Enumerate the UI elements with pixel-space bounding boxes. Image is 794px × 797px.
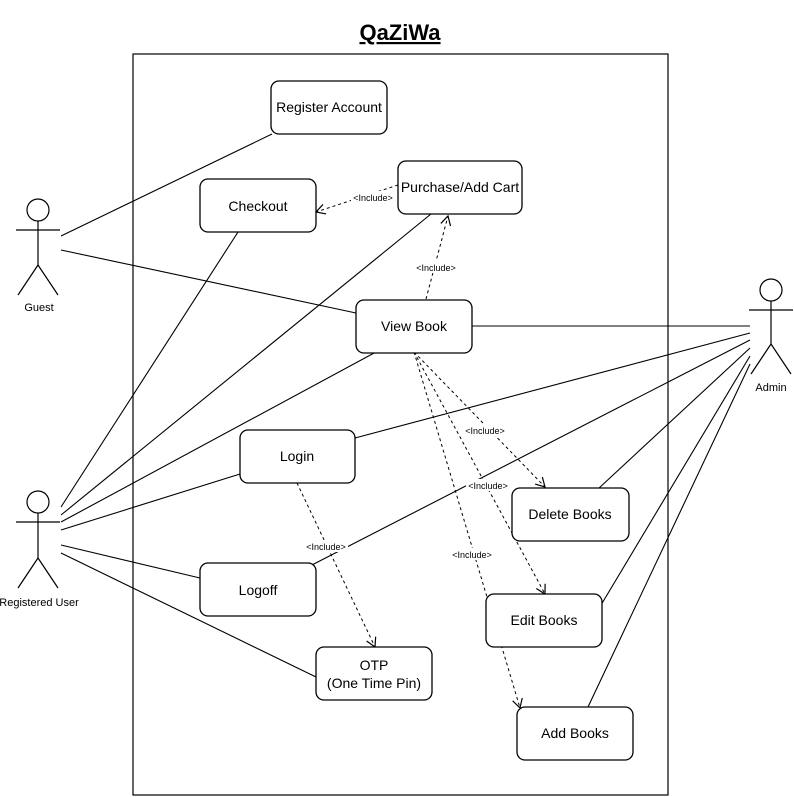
actor-registered-user[interactable]: Registered User (0, 490, 79, 609)
association-user-purchase (60, 213, 432, 516)
use-case-label: Login (280, 448, 314, 464)
use-case-view-book[interactable]: View Book (355, 299, 473, 354)
include-viewbook-edit (413, 351, 546, 596)
stick-figure-icon (16, 198, 60, 296)
association-user-checkout (60, 231, 239, 508)
include-label-delete: <Include> (465, 426, 505, 436)
actor-label: Admin (755, 382, 786, 394)
include-label-otp: <Include> (306, 542, 346, 552)
diagram-title: QaZiWa (359, 20, 441, 45)
association-guest-register (60, 133, 273, 237)
use-case-label: Purchase/Add Cart (401, 179, 519, 195)
association-admin-add (587, 363, 751, 708)
use-case-logoff[interactable]: Logoff (199, 562, 317, 617)
use-case-label: Register Account (276, 99, 382, 115)
use-case-purchase-add-cart[interactable]: Purchase/Add Cart (397, 160, 523, 215)
use-case-otp[interactable]: OTP (One Time Pin) (315, 646, 433, 701)
use-case-label: Logoff (239, 582, 278, 598)
use-case-register-account[interactable]: Register Account (270, 80, 388, 135)
association-user-otp (60, 552, 317, 678)
association-user-logoff (60, 544, 201, 579)
include-viewbook-delete (413, 351, 546, 488)
use-case-edit-books[interactable]: Edit Books (485, 593, 603, 648)
stick-figure-icon (16, 490, 60, 589)
associations (60, 133, 751, 708)
include-label-add: <Include> (452, 550, 492, 560)
include-login-otp (296, 482, 377, 649)
association-admin-delete (597, 347, 751, 490)
association-user-login (60, 473, 241, 531)
use-case-label: Add Books (541, 725, 609, 741)
include-viewbook-purchase (425, 214, 452, 300)
actor-label: Guest (24, 302, 53, 314)
include-label-edit: <Include> (468, 481, 508, 491)
include-labels: <Include> <Include> <Include> <Include> … (304, 191, 510, 560)
actor-admin[interactable]: Admin (749, 278, 793, 394)
actor-label: Registered User (0, 597, 79, 609)
actor-guest[interactable]: Guest (16, 198, 60, 314)
use-case-label: Checkout (228, 198, 287, 214)
use-case-label-line1: OTP (360, 657, 389, 673)
include-viewbook-add (413, 351, 523, 710)
use-case-label: Delete Books (528, 506, 611, 522)
association-admin-login (354, 332, 751, 439)
include-label-checkout: <Include> (353, 193, 393, 203)
association-admin-edit (600, 355, 751, 606)
use-case-login[interactable]: Login (239, 429, 356, 484)
include-label-purchase: <Include> (416, 263, 456, 273)
use-case-label-line2: (One Time Pin) (327, 675, 421, 691)
use-case-add-books[interactable]: Add Books (516, 706, 634, 761)
association-user-viewbook (60, 351, 377, 523)
association-admin-logoff (307, 339, 751, 568)
association-guest-viewbook (60, 249, 357, 314)
use-case-label: Edit Books (511, 612, 578, 628)
use-case-checkout[interactable]: Checkout (199, 178, 317, 233)
use-case-label: View Book (381, 318, 448, 334)
stick-figure-icon (749, 278, 793, 375)
use-case-delete-books[interactable]: Delete Books (511, 487, 630, 542)
